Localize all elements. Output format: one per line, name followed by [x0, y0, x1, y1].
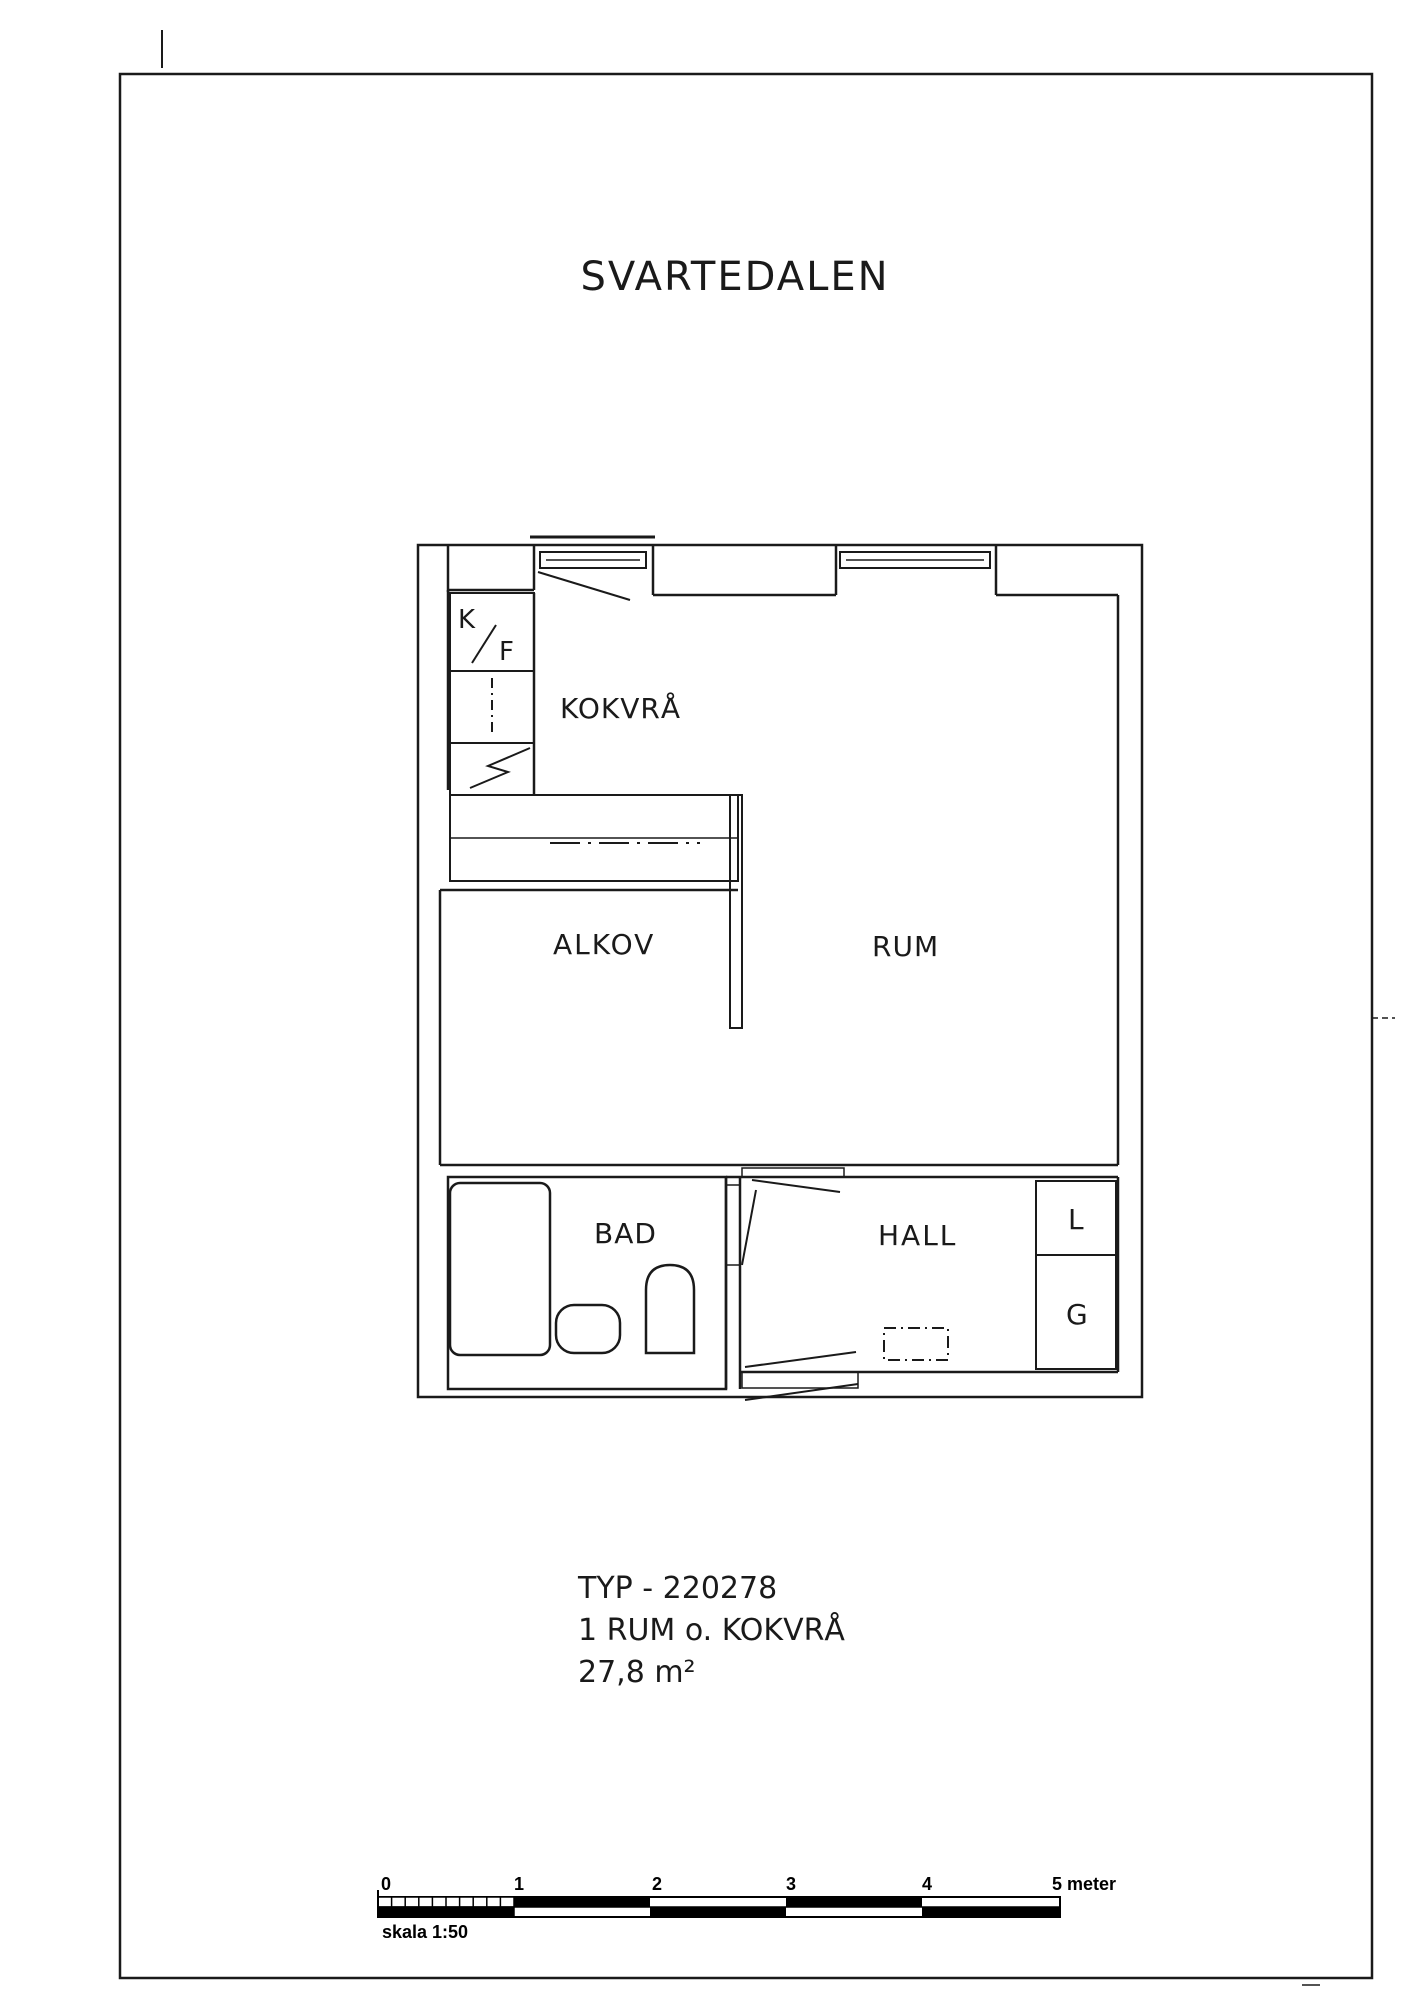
unit-area: 27,8 m²: [578, 1655, 696, 1690]
bathroom-wall: [446, 1175, 728, 1391]
closet-g: [1035, 1254, 1117, 1370]
toilet: [644, 1263, 696, 1355]
label-bad: BAD: [594, 1217, 657, 1250]
label-l: L: [1068, 1203, 1084, 1236]
sheet-border: [118, 72, 1374, 1980]
scale-tick-0: 0: [381, 1874, 391, 1894]
scale-ratio: skala 1:50: [382, 1922, 468, 1942]
window-left: [530, 535, 655, 569]
unit-description: 1 RUM o. KOKVRÅ: [578, 1612, 845, 1648]
label-kf-k: K: [458, 605, 476, 635]
unit-type: TYP - 220278: [577, 1571, 777, 1606]
label-hall: HALL: [878, 1219, 957, 1252]
label-alkov: ALKOV: [553, 928, 655, 961]
outer-wall: [416, 543, 1144, 1399]
room-labels: K F KOKVRÅ ALKOV RUM BAD HALL L G: [458, 605, 1088, 1331]
hall-rug: [883, 1327, 949, 1361]
bathroom-sink: [554, 1303, 622, 1355]
window-right: [839, 551, 991, 569]
scale-tick-4: 4: [922, 1874, 932, 1894]
scale-tick-2: 2: [652, 1874, 662, 1894]
label-kokvra: KOKVRÅ: [560, 691, 681, 725]
scale-subdivisions: [377, 1896, 515, 1918]
partition-wall: [729, 794, 743, 1029]
label-rum: RUM: [872, 930, 939, 963]
label-g: G: [1066, 1298, 1088, 1331]
floor-plan: [416, 535, 1144, 1401]
scale-tick-3: 3: [786, 1874, 796, 1894]
scale-bar: 0 1 2 3 4 5 meter skala 1:50: [377, 1874, 1116, 1942]
scale-tick-1: 1: [514, 1874, 524, 1894]
scale-end-label: 5 meter: [1052, 1874, 1116, 1894]
unit-info: TYP - 220278 1 RUM o. KOKVRÅ 27,8 m²: [577, 1571, 845, 1690]
bathtub: [448, 1181, 552, 1357]
label-kf-f: F: [499, 637, 514, 667]
page-title: SVARTEDALEN: [580, 254, 889, 300]
